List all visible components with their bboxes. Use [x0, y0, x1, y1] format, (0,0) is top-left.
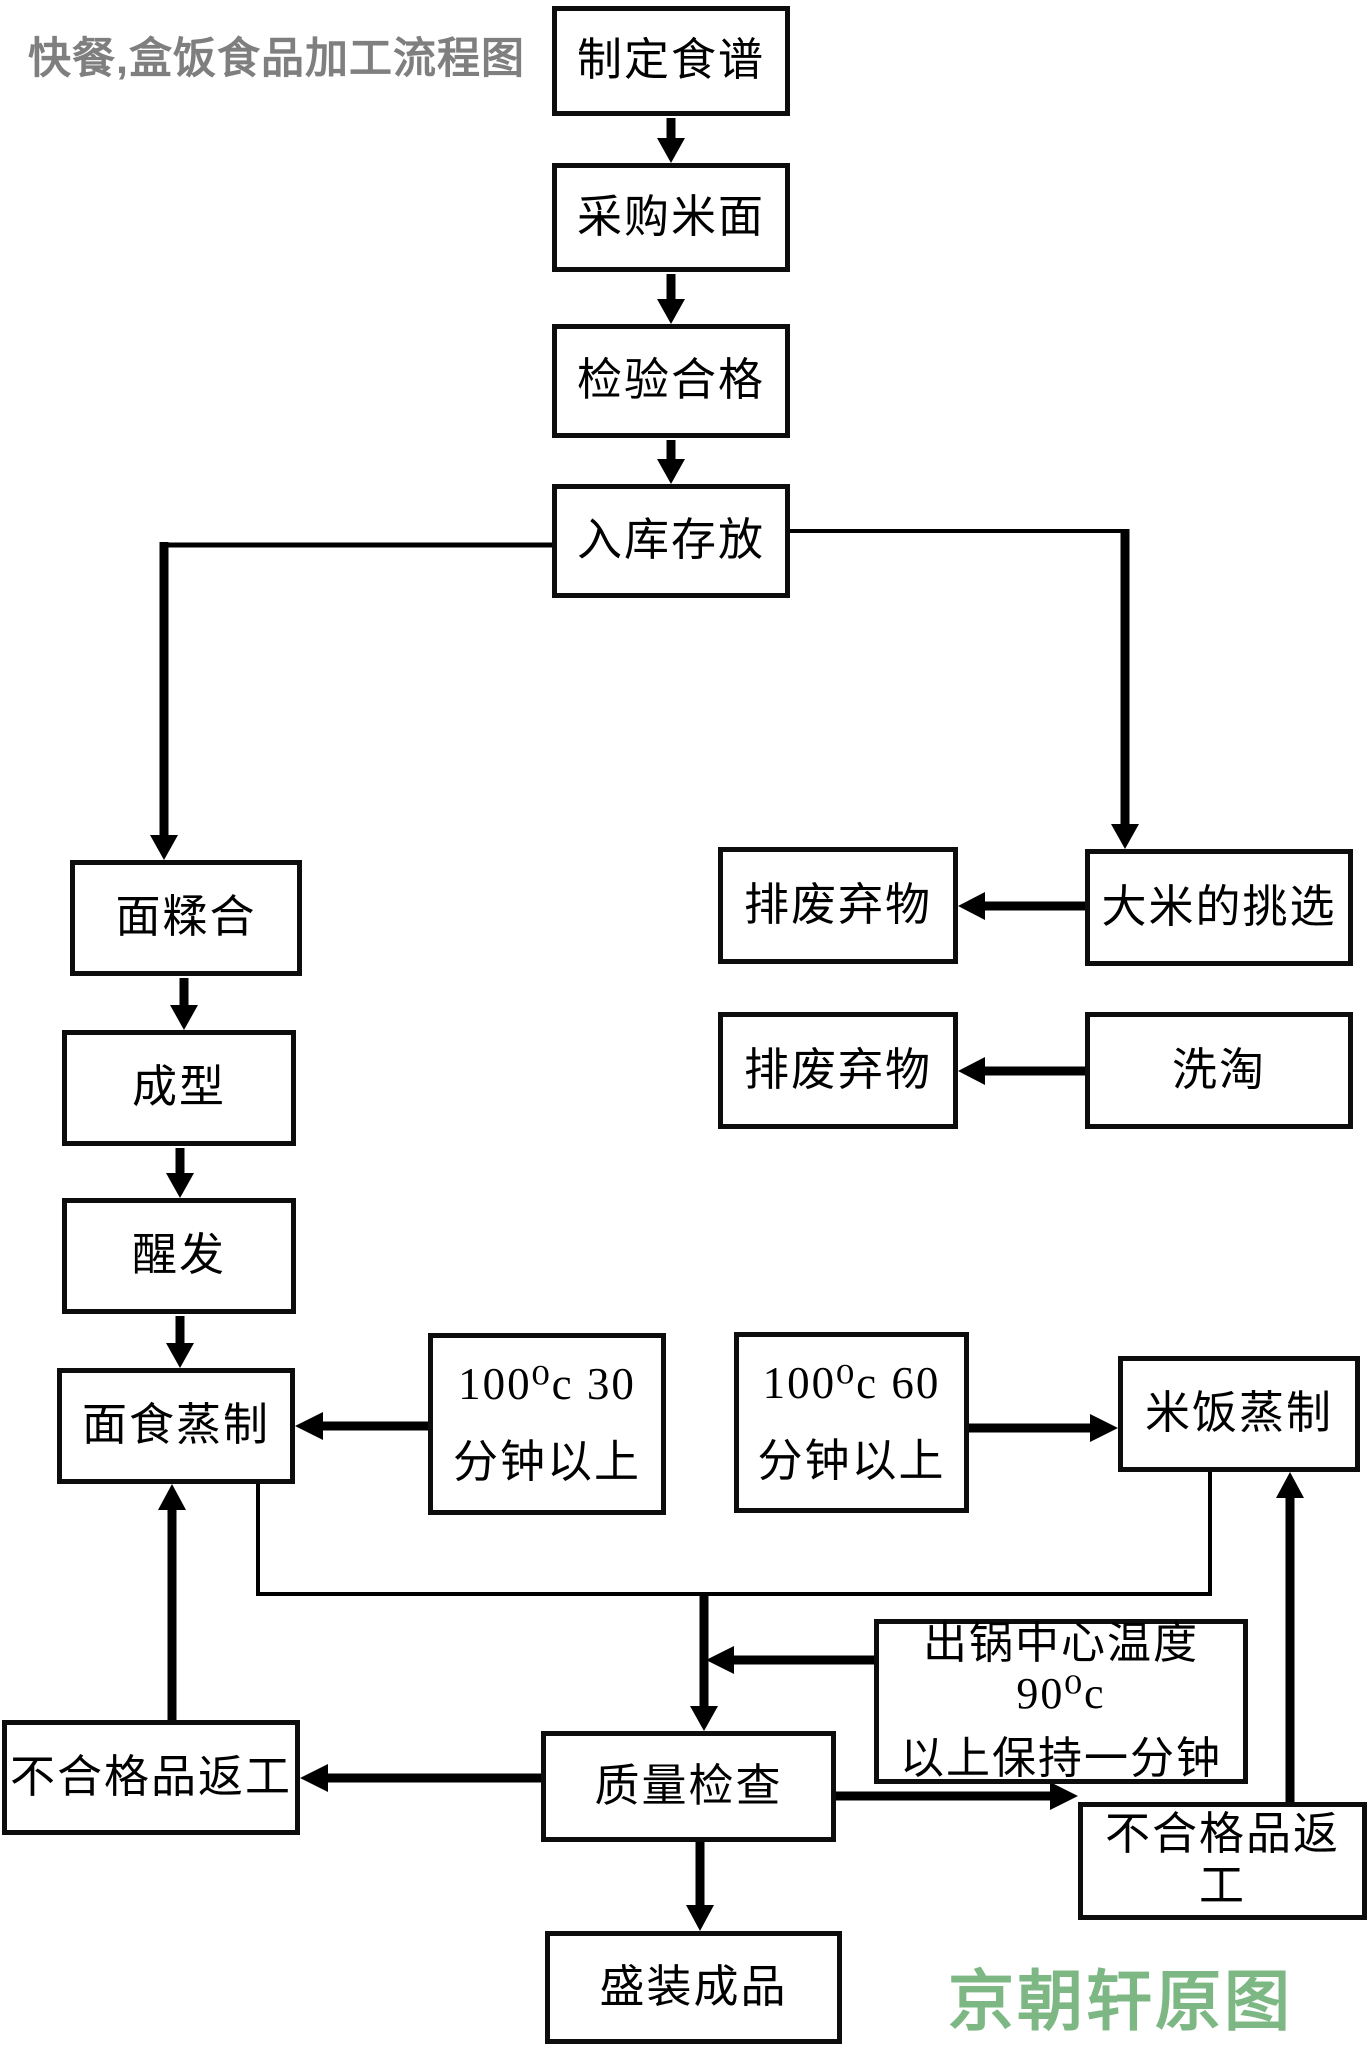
pot-out-temp-line1: 出锅中心温度 90⁰c: [923, 1618, 1199, 1719]
arrow-washing-to-waste2: [958, 1057, 1085, 1085]
arrow-pot-out-to-rail: [706, 1646, 874, 1674]
node-proofing: 醒发: [62, 1198, 296, 1314]
node-rice-washing: 洗淘: [1085, 1012, 1353, 1129]
diagram-title: 快餐,盒饭食品加工流程图: [28, 35, 525, 83]
node-dough-kneading: 面糅合: [70, 860, 302, 976]
arrow-proofing-to-noodle-steaming: [166, 1316, 194, 1368]
arrow-storage-to-rice-selection: [790, 529, 1139, 849]
arrow-forming-to-proofing: [166, 1148, 194, 1198]
arrow-steam60-to-rice-steaming: [969, 1414, 1118, 1442]
arrow-quality-to-pack: [686, 1842, 714, 1931]
node-rework-left: 不合格品返工: [2, 1720, 300, 1835]
arrow-purchase-to-inspection: [657, 274, 685, 324]
node-pot-out-temperature: 出锅中心温度 90⁰c 以上保持一分钟: [874, 1619, 1248, 1784]
node-quality-check: 质量检查: [541, 1731, 836, 1842]
arrow-rice-selection-to-waste1: [958, 892, 1085, 920]
arrow-rework-right-to-rice-steaming: [1276, 1472, 1304, 1802]
arrow-rework-left-to-noodle-steaming: [158, 1484, 186, 1720]
node-purchase-rice-flour: 采购米面: [552, 163, 790, 272]
arrow-inspection-to-storage: [657, 440, 685, 484]
node-forming: 成型: [62, 1030, 296, 1146]
node-rice-selection: 大米的挑选: [1085, 849, 1353, 966]
node-rework-right: 不合格品返工: [1078, 1802, 1367, 1920]
node-inspection-pass: 检验合格: [552, 324, 790, 438]
arrow-steam30-to-noodle-steaming: [295, 1412, 428, 1440]
node-discard-waste-2: 排废弃物: [718, 1012, 958, 1129]
node-steam-spec-30min: 100⁰c 30 分钟以上: [428, 1333, 666, 1515]
steam-spec-30min-duration: 分钟以上: [452, 1437, 641, 1487]
node-steam-spec-60min: 100⁰c 60 分钟以上: [734, 1332, 969, 1513]
pot-out-temp-line2: 以上保持一分钟: [900, 1733, 1222, 1783]
node-make-recipe: 制定食谱: [552, 6, 790, 116]
steam-spec-60min-duration: 分钟以上: [757, 1435, 946, 1486]
arrow-dough-to-forming: [170, 978, 198, 1030]
watermark-text: 京朝轩原图: [948, 1964, 1293, 2038]
arrow-rail-to-quality-check: [690, 1594, 718, 1731]
node-pack-finished: 盛装成品: [545, 1931, 842, 2044]
node-rice-steaming: 米饭蒸制: [1118, 1356, 1360, 1472]
node-discard-waste-1: 排废弃物: [718, 847, 958, 964]
arrow-storage-to-dough-kneading: [150, 542, 552, 860]
arrow-quality-to-rework-left: [300, 1764, 541, 1792]
arrow-quality-to-rework-right: [836, 1782, 1078, 1810]
node-warehouse-storage: 入库存放: [552, 484, 790, 598]
steam-spec-30min-temp: 100⁰c 30: [458, 1359, 636, 1410]
steam-spec-60min-temp: 100⁰c 60: [762, 1357, 941, 1408]
node-noodle-steaming: 面食蒸制: [57, 1368, 295, 1484]
arrow-recipe-to-purchase: [657, 118, 685, 163]
